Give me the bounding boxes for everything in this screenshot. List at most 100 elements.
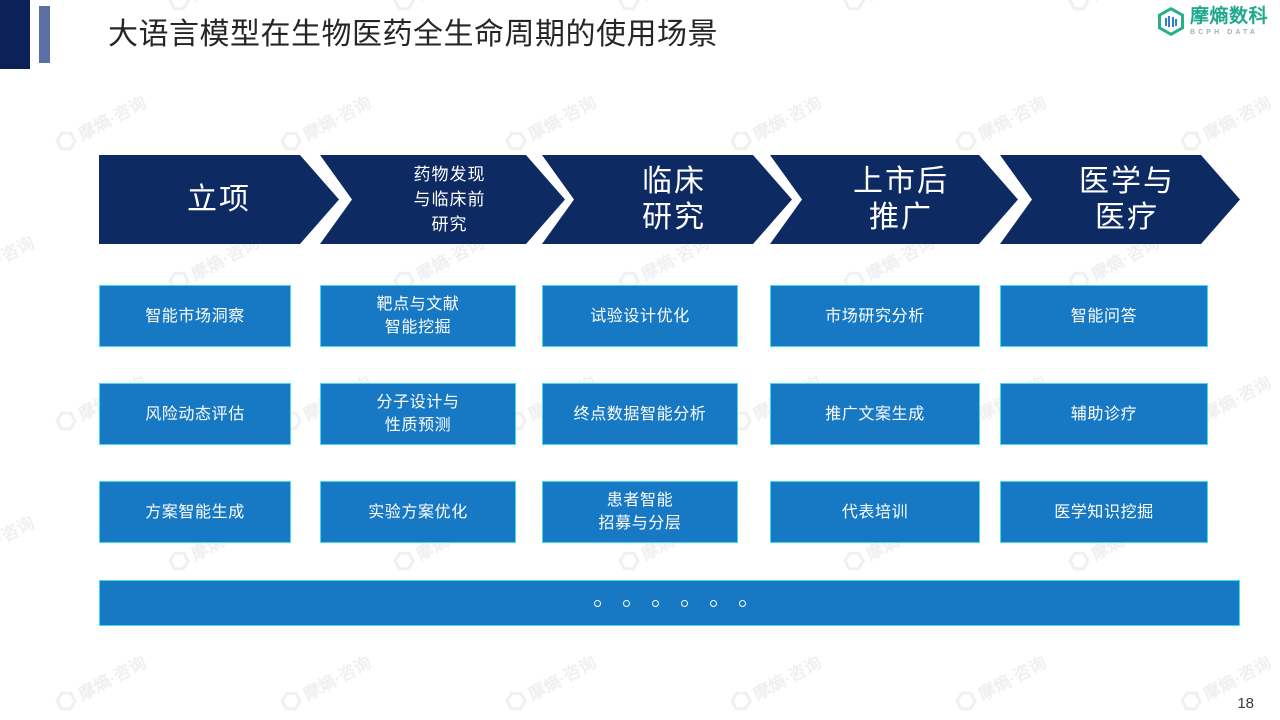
watermark-text: 摩熵·咨询: [861, 0, 938, 5]
watermark-mark: 摩熵·咨询: [840, 0, 938, 16]
stage-chevron-label: 药物发现与临床前研究: [413, 165, 486, 234]
capability-label: 市场研究分析: [825, 307, 925, 325]
ellipsis-dot-icon: [709, 599, 717, 607]
watermark-text: 摩熵·咨询: [1086, 0, 1163, 5]
watermark-mark: 摩熵·咨询: [502, 649, 600, 717]
capability-label: 风险动态评估: [145, 405, 245, 423]
capability-box[interactable]: 实验方案优化: [320, 481, 516, 543]
watermark-mark: 摩熵·咨询: [0, 509, 38, 577]
capability-label: 终点数据智能分析: [573, 405, 707, 423]
watermark-hexagon-icon: [391, 0, 418, 15]
watermark-hexagon-icon: [166, 547, 193, 574]
watermark-hexagon-icon: [953, 687, 980, 714]
stage-chevron-label: 临床研究: [642, 164, 706, 234]
capability-box[interactable]: 辅助诊疗: [1000, 383, 1208, 445]
ellipsis-dot-icon: [738, 599, 746, 607]
stage-chevron-label: 上市后推广: [853, 164, 949, 234]
stage-chevron-2[interactable]: 药物发现与临床前研究: [320, 155, 565, 244]
watermark-mark: 摩熵·咨询: [390, 0, 488, 16]
capability-box[interactable]: 智能市场洞察: [99, 285, 291, 347]
ellipsis-dot-icon: [593, 599, 601, 607]
capability-box[interactable]: 方案智能生成: [99, 481, 291, 543]
brand-subtitle: BCPH DATA: [1189, 29, 1259, 36]
watermark-hexagon-icon: [953, 127, 980, 154]
stage-chevron-label: 立项: [187, 182, 251, 216]
watermark-hexagon-icon: [391, 547, 418, 574]
capability-label: 靶点与文献智能挖掘: [376, 296, 460, 336]
capability-label: 辅助诊疗: [1070, 405, 1138, 423]
watermark-text: 摩熵·咨询: [300, 92, 375, 145]
capability-label: 试验设计优化: [590, 307, 690, 325]
watermark-text: 摩熵·咨询: [186, 0, 263, 5]
watermark-text: 摩熵·咨询: [975, 92, 1050, 145]
capability-box[interactable]: 市场研究分析: [770, 285, 980, 347]
watermark-text: 摩熵·咨询: [411, 0, 488, 5]
more-items-bar[interactable]: [99, 580, 1240, 626]
watermark-hexagon-icon: [841, 547, 868, 574]
header-accent-bar: [39, 6, 50, 63]
watermark-text: 摩熵·咨询: [636, 0, 713, 5]
capability-label: 推广文案生成: [825, 405, 925, 423]
brand-logo-text: 摩熵数科 BCPH DATA: [1190, 7, 1268, 36]
capability-label: 代表培训: [841, 503, 909, 521]
capability-box[interactable]: 医学知识挖掘: [1000, 481, 1208, 543]
capability-label: 方案智能生成: [145, 503, 245, 521]
page-number: 18: [1237, 695, 1254, 712]
capability-box[interactable]: 分子设计与性质预测: [320, 383, 516, 445]
capability-box[interactable]: 智能问答: [1000, 285, 1208, 347]
watermark-text: 摩熵·咨询: [75, 92, 150, 145]
stage-chevron-3[interactable]: 临床研究: [542, 155, 792, 244]
stage-chevron-row: 立项 药物发现与临床前研究 临床研究 上市后推广 医学与医疗: [0, 155, 1280, 244]
ellipsis-dot-icon: [622, 599, 630, 607]
watermark-hexagon-icon: [503, 127, 530, 154]
watermark-mark: 摩熵·咨询: [952, 89, 1050, 157]
capability-box[interactable]: 靶点与文献智能挖掘: [320, 285, 516, 347]
watermark-hexagon-icon: [53, 687, 80, 714]
ellipsis-dot-icon: [651, 599, 659, 607]
watermark-text: 摩熵·咨询: [75, 652, 150, 705]
watermark-mark: 摩熵·咨询: [1177, 649, 1275, 717]
watermark-mark: 摩熵·咨询: [277, 649, 375, 717]
watermark-hexagon-icon: [616, 547, 643, 574]
watermark-hexagon-icon: [728, 687, 755, 714]
capability-box[interactable]: 患者智能招募与分层: [542, 481, 738, 543]
watermark-mark: 摩熵·咨询: [727, 89, 825, 157]
capability-label: 智能问答: [1070, 307, 1138, 325]
brand-logo: 摩熵数科 BCPH DATA: [1157, 7, 1268, 36]
watermark-text: 摩熵·咨询: [975, 652, 1050, 705]
watermark-mark: 摩熵·咨询: [52, 649, 150, 717]
watermark-hexagon-icon: [53, 407, 80, 434]
capability-label: 患者智能招募与分层: [598, 492, 682, 532]
stage-chevron-5[interactable]: 医学与医疗: [1000, 155, 1240, 244]
watermark-mark: 摩熵·咨询: [952, 649, 1050, 717]
stage-chevron-4[interactable]: 上市后推广: [770, 155, 1018, 244]
capability-box[interactable]: 风险动态评估: [99, 383, 291, 445]
watermark-mark: 摩熵·咨询: [165, 0, 263, 16]
watermark-text: 摩熵·咨询: [1200, 372, 1275, 425]
stage-chevron-label: 医学与医疗: [1079, 164, 1175, 234]
watermark-hexagon-icon: [278, 127, 305, 154]
watermark-hexagon-icon: [1178, 127, 1205, 154]
page-title: 大语言模型在生物医药全生命周期的使用场景: [108, 18, 718, 51]
capability-label: 实验方案优化: [368, 503, 468, 521]
watermark-text: 摩熵·咨询: [750, 92, 825, 145]
capability-box[interactable]: 推广文案生成: [770, 383, 980, 445]
watermark-mark: 摩熵·咨询: [1177, 89, 1275, 157]
watermark-hexagon-icon: [728, 127, 755, 154]
capability-label: 分子设计与性质预测: [376, 394, 460, 434]
watermark-hexagon-icon: [1178, 687, 1205, 714]
capability-box[interactable]: 代表培训: [770, 481, 980, 543]
watermark-mark: 摩熵·咨询: [52, 89, 150, 157]
watermark-text: 摩熵·咨询: [750, 652, 825, 705]
watermark-mark: 摩熵·咨询: [615, 0, 713, 16]
watermark-mark: 摩熵·咨询: [502, 89, 600, 157]
watermark-text: 摩熵·咨询: [300, 652, 375, 705]
capability-label: 医学知识挖掘: [1054, 503, 1154, 521]
watermark-hexagon-icon: [503, 687, 530, 714]
stage-chevron-1[interactable]: 立项: [99, 155, 339, 244]
capability-box[interactable]: 试验设计优化: [542, 285, 738, 347]
capability-box[interactable]: 终点数据智能分析: [542, 383, 738, 445]
watermark-hexagon-icon: [166, 0, 193, 15]
watermark-hexagon-icon: [841, 0, 868, 15]
